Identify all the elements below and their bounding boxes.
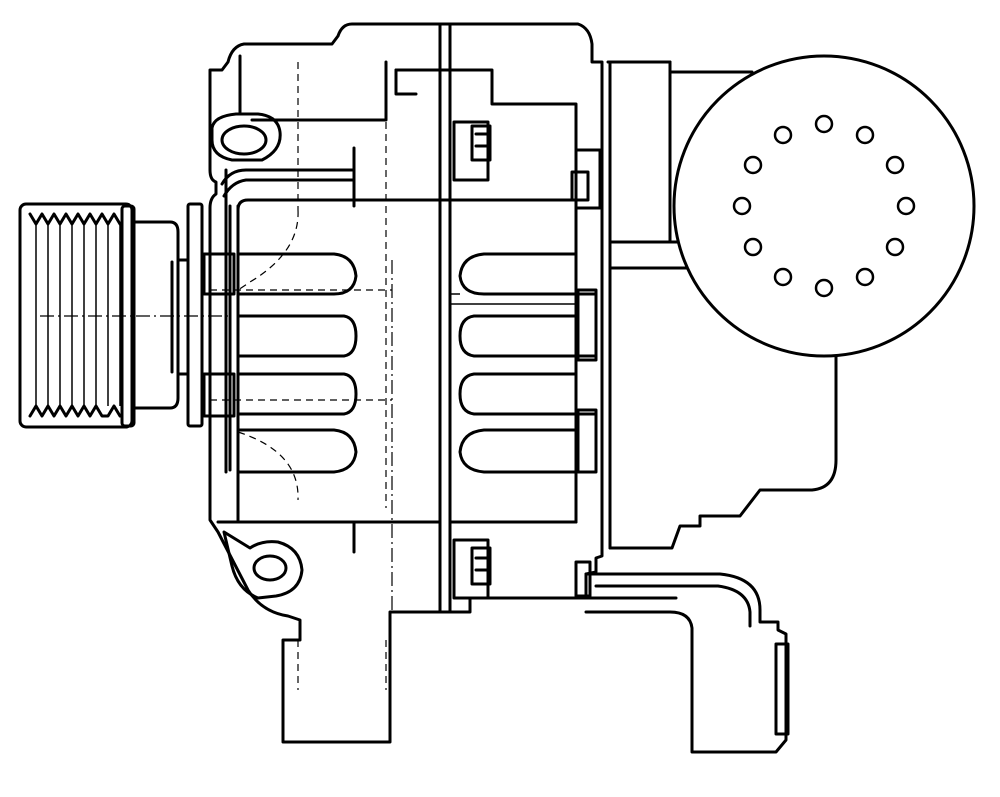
terminal-cover-holes: [732, 114, 916, 298]
cover-hole: [814, 278, 834, 298]
terminal-nut-upper: [570, 148, 602, 210]
upper-through-bolt: [452, 120, 492, 182]
cover-hole: [773, 267, 793, 287]
regulator-block: [606, 60, 838, 550]
cover-hole: [743, 155, 763, 175]
cover-hole: [814, 114, 834, 134]
front-housing-hidden-lines: [210, 62, 393, 690]
front-housing: [202, 22, 442, 744]
pulley-grooves: [28, 212, 122, 418]
pulley: [18, 202, 230, 429]
cover-hole: [773, 125, 793, 145]
rear-housing: [394, 22, 604, 614]
upper-mounting-ear: [210, 112, 282, 162]
cover-hole: [732, 196, 752, 216]
cover-hole: [885, 155, 905, 175]
cover-hole: [896, 196, 916, 216]
terminal-cover: [672, 54, 976, 358]
cover-hole: [855, 125, 875, 145]
front-vent-slots: [202, 252, 358, 474]
cover-hole: [855, 267, 875, 287]
lower-through-bolt: [452, 538, 492, 600]
rear-vent-slots: [458, 198, 598, 524]
cover-hole: [743, 237, 763, 257]
lower-mounting-ear: [222, 530, 304, 600]
terminal-nut-lower: [574, 560, 592, 598]
rear-mounting-foot: [584, 572, 790, 754]
cover-hole: [885, 237, 905, 257]
